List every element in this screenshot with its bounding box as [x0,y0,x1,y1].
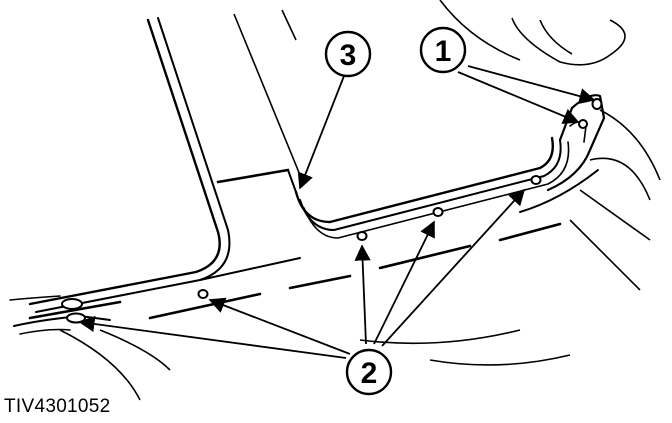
leader-arrow-3 [297,75,345,190]
callout-number: 3 [340,39,357,72]
fastener-hole [578,119,588,129]
callout-number: 1 [435,35,452,68]
leader-arrow-2d [373,220,435,345]
callout-circle [419,26,467,74]
fastener-hole [356,231,368,241]
leader-arrows [78,65,596,359]
callout-circle [324,30,372,78]
fastener-hole [66,312,86,324]
leader-arrow-2b [208,297,351,355]
callout-2: 2 [345,348,393,396]
callout-1: 1 [419,26,467,74]
leader-arrow-2e [381,188,526,347]
leader-arrow-1b [457,71,580,124]
leader-arrow-2a [78,315,347,359]
fastener-hole [61,298,83,310]
fastener-holes [61,98,603,324]
background-body-lines [59,0,661,401]
callout-circle [345,348,393,396]
fastener-hole [197,289,209,299]
trim-panel [9,17,606,335]
fastener-hole [530,175,542,185]
callout-number: 2 [361,357,378,390]
leader-arrow-1a [467,65,596,105]
leader-arrow-2c [354,244,371,345]
figure-code: TIV4301052 [4,396,111,417]
fastener-hole [432,207,444,217]
callout-3: 3 [324,30,372,78]
